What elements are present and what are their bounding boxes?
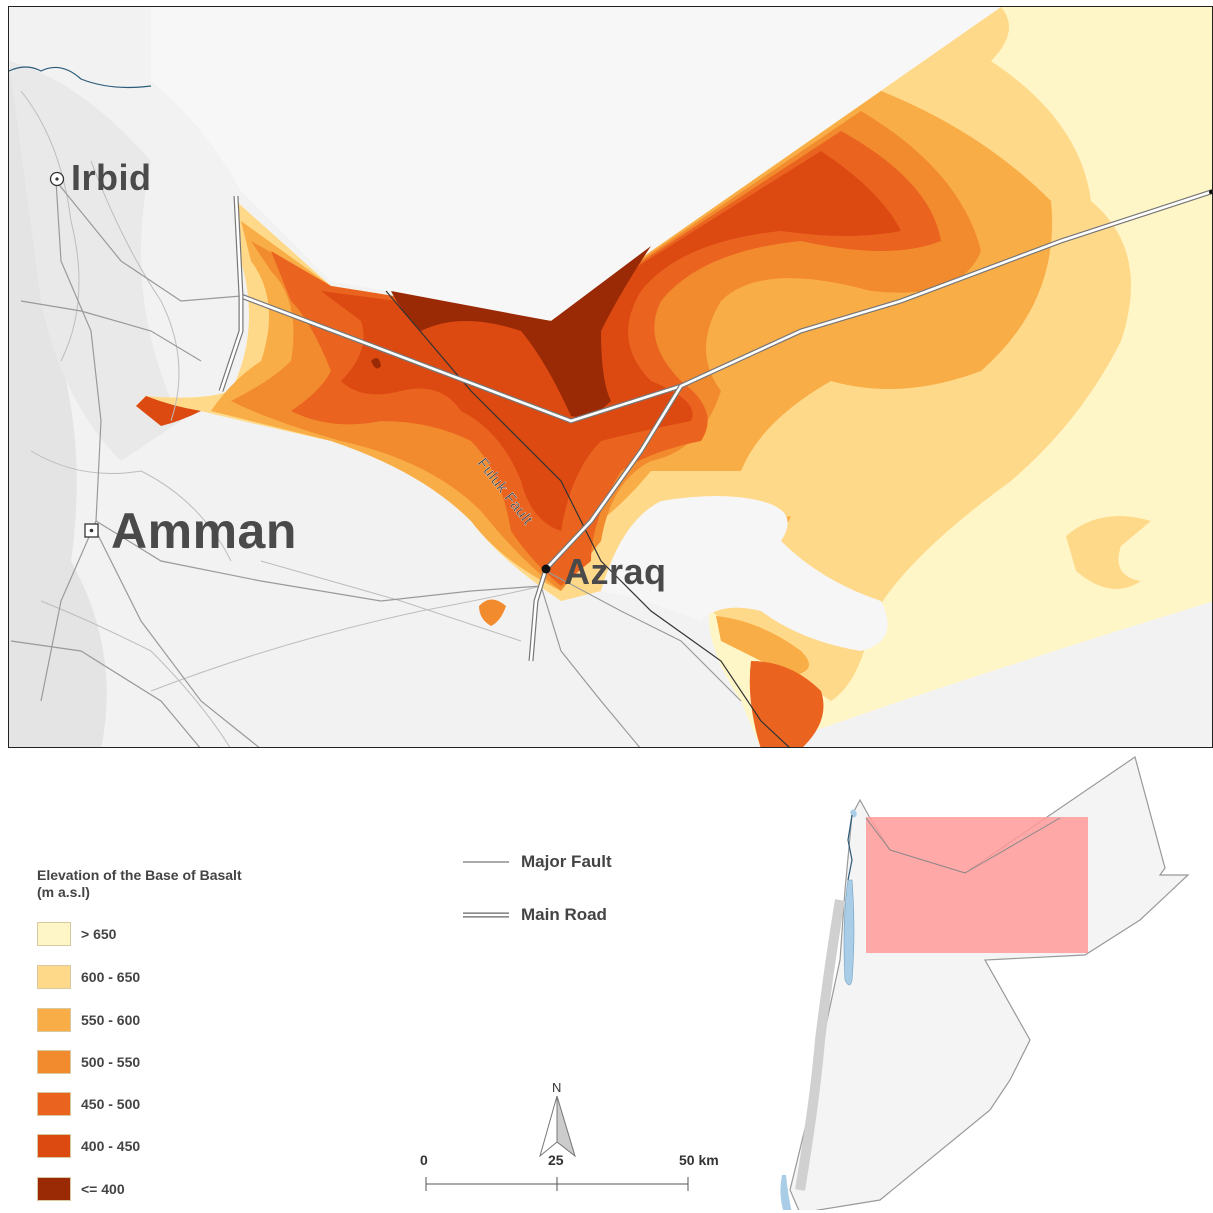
patch-southeast-2 xyxy=(749,661,824,747)
legend-item: 500 - 550 xyxy=(37,1050,140,1074)
map-canvas xyxy=(9,7,1212,747)
legend-item: > 650 xyxy=(37,922,116,946)
legend: Elevation of the Base of Basalt (m a.s.l… xyxy=(37,867,337,1201)
white-pocket-azraq xyxy=(601,496,888,651)
north-label: N xyxy=(552,1080,562,1095)
scale-tick-0: 0 xyxy=(420,1152,428,1168)
main-road-label: Main Road xyxy=(521,905,607,924)
dot-icon xyxy=(541,564,551,574)
legend-label: > 650 xyxy=(81,926,117,942)
legend-item: <= 400 xyxy=(37,1177,125,1201)
dead-sea xyxy=(843,879,855,986)
zone-le-400 xyxy=(391,246,651,417)
zone-400-450-west-tongue xyxy=(136,396,201,426)
legend-label: 500 - 550 xyxy=(81,1054,141,1070)
main-roads xyxy=(218,189,1212,662)
inset-relief xyxy=(795,899,845,1191)
legend-label: 600 - 650 xyxy=(81,969,141,985)
northern-plain xyxy=(151,7,1001,321)
legend-label: <= 400 xyxy=(81,1181,125,1197)
inset-border-inside xyxy=(865,817,1061,874)
inset-extent-highlight xyxy=(866,817,1088,953)
fault-line-icon xyxy=(463,861,509,863)
city-label-irbid: Irbid xyxy=(71,157,152,198)
town-circle-icon xyxy=(49,171,65,187)
city-label-amman: Amman xyxy=(111,503,297,559)
legend-major-fault: Major Fault xyxy=(463,852,612,872)
yarmouk-river xyxy=(9,66,152,89)
legend-label: 550 - 600 xyxy=(81,1012,141,1028)
road-end-dot xyxy=(1209,190,1212,194)
main-map[interactable]: Irbid Amman Azraq Fuluk Fault xyxy=(8,6,1213,748)
legend-swatch xyxy=(37,1008,71,1032)
patch-south-azraq xyxy=(479,599,506,626)
legend-swatch xyxy=(37,922,71,946)
capital-square-icon xyxy=(84,523,99,538)
scale-tick-50: 50 km xyxy=(679,1152,719,1168)
city-label-azraq: Azraq xyxy=(564,551,667,592)
legend-swatch xyxy=(37,1134,71,1158)
legend-item: 600 - 650 xyxy=(37,965,140,989)
legend-item: 450 - 500 xyxy=(37,1092,140,1116)
zone-600-650-east-island xyxy=(1066,516,1151,589)
scale-bar: 0 25 50 km xyxy=(420,1152,730,1192)
gulf-of-aqaba xyxy=(780,1175,792,1210)
inset-map xyxy=(780,756,1190,1210)
fuluk-fault-line xyxy=(385,290,790,747)
patch-southeast-1 xyxy=(716,616,809,676)
legend-swatch xyxy=(37,965,71,989)
legend-label: 400 - 450 xyxy=(81,1138,141,1154)
legend-swatch xyxy=(37,1050,71,1074)
scale-bar-line xyxy=(425,1177,689,1191)
minor-roads xyxy=(10,180,742,747)
jordan-river xyxy=(847,814,853,881)
legend-swatch xyxy=(37,1177,71,1201)
legend-main-road: Main Road xyxy=(463,905,607,925)
north-arrow-icon xyxy=(539,1096,576,1158)
zone-400-450 xyxy=(321,151,901,531)
road-line-icon xyxy=(463,912,509,918)
legend-title: Elevation of the Base of Basalt (m a.s.l… xyxy=(37,867,242,900)
hillshade-highlands xyxy=(9,61,181,461)
legend-swatch xyxy=(37,1092,71,1116)
major-fault-label: Major Fault xyxy=(521,852,612,871)
legend-label: 450 - 500 xyxy=(81,1096,141,1112)
legend-item: 550 - 600 xyxy=(37,1008,140,1032)
scale-tick-25: 25 xyxy=(548,1152,564,1168)
hillshade-texture xyxy=(20,90,542,747)
zone-le-400-spot xyxy=(371,357,381,369)
legend-item: 400 - 450 xyxy=(37,1134,140,1158)
